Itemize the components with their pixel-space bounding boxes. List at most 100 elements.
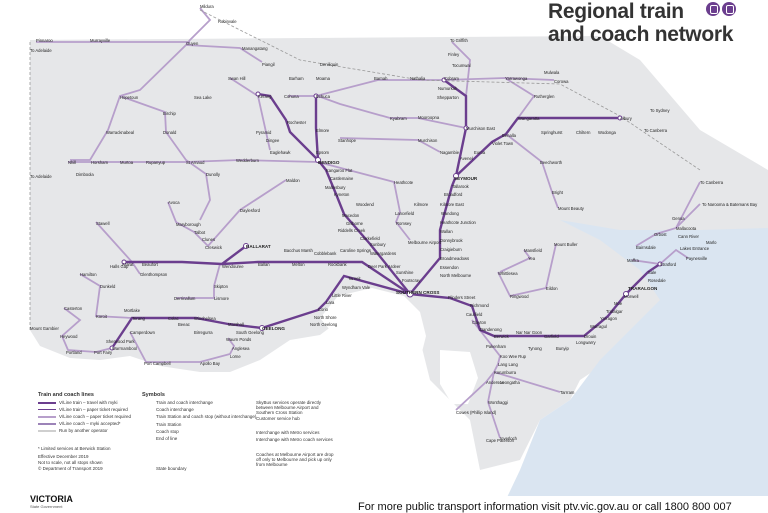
place-label: Tarrram — [560, 390, 575, 395]
place-label: To Adelaide — [30, 174, 52, 179]
place-label: Maryborough — [176, 222, 201, 227]
place-label: Manangatang — [242, 46, 268, 51]
place-label: Broadford — [444, 192, 463, 197]
symbol-4: Coach stop — [156, 429, 179, 434]
place-label: Halls Gap — [110, 264, 129, 269]
place-label: Port Fairy — [94, 350, 113, 355]
place-label: Melton — [292, 262, 305, 267]
symbol2-1: Customer service hub — [256, 416, 300, 421]
place-label: Tarneit — [348, 276, 361, 281]
place-label: Daylesford — [240, 208, 261, 213]
place-label: Heywood — [60, 334, 78, 339]
note-2: Not to scale, not all stops shown — [38, 460, 103, 465]
victoria-logo-sub: State Government — [30, 504, 63, 509]
place-label: Glenthompson — [140, 272, 168, 277]
place-label: Moama — [316, 76, 331, 81]
place-label: Longwarry — [576, 340, 596, 345]
place-label: Stratford — [660, 262, 677, 267]
place-label: Wedderburn — [236, 158, 260, 163]
train-icon — [706, 2, 720, 16]
place-label: Genoa — [672, 216, 685, 221]
place-label: Warrnambool — [112, 346, 137, 351]
place-label: Albury — [620, 116, 633, 121]
place-label: Birchip — [163, 111, 176, 116]
legend-swatch-coach — [38, 415, 56, 418]
place-label: Footscray — [402, 278, 421, 283]
place-label: Portland — [66, 350, 82, 355]
place-label: BALLARAT — [246, 244, 271, 249]
place-label: North Geelong — [310, 322, 338, 327]
place-label: Nhill — [68, 160, 76, 165]
legend-line-label: Run by another operator — [59, 428, 108, 433]
place-label: Swan Hill — [228, 76, 246, 81]
symbol2-4: Coaches at Melbourne Airport are drop of… — [256, 452, 334, 467]
place-label: Casterton — [64, 306, 83, 311]
place-label: Yarragon — [600, 316, 618, 321]
symbol-1: Coach interchange — [156, 407, 194, 412]
symbol-3: Train Station — [156, 422, 182, 427]
note-3: © Department of Transport 2019 — [38, 466, 103, 471]
place-label: Orbost — [654, 232, 667, 237]
place-label: Morwell — [624, 294, 638, 299]
place-label: Richmond — [470, 303, 490, 308]
place-label: Gisborne — [346, 221, 364, 226]
place-label: Wonthaggi — [488, 400, 508, 405]
note-0: * Limited services at Berwick Station — [38, 446, 111, 451]
place-label: Dingee — [266, 138, 280, 143]
place-label: Kyabram — [390, 116, 407, 121]
train-lines — [111, 79, 661, 349]
place-label: Murrayville — [90, 38, 111, 43]
place-label: Rutherglen — [534, 94, 555, 99]
place-label: Rochester — [287, 120, 307, 125]
place-label: Wandong — [441, 211, 459, 216]
place-label: Waurn Ponds — [226, 337, 251, 342]
place-label: Bacchus Marsh — [284, 248, 314, 253]
place-label: Moe — [614, 301, 623, 306]
place-label: North Melbourne — [440, 273, 472, 278]
place-label: Lorne — [230, 354, 241, 359]
place-label: Sunbury — [370, 242, 387, 247]
place-label: Wyndham Vale — [342, 285, 371, 290]
place-label: To Narooma & Batemans Bay — [702, 202, 758, 207]
place-label: Springhurst — [541, 130, 563, 135]
legend-swatch-train — [38, 401, 56, 405]
place-label: Mallacoota — [676, 226, 697, 231]
place-label: Terang — [132, 316, 145, 321]
place-label: Cobram — [444, 76, 459, 81]
place-label: Mount Buller — [554, 242, 578, 247]
place-label: Castlemaine — [330, 176, 354, 181]
place-label: Cowes (Phillip Island) — [456, 410, 497, 415]
place-label: Eaglehawk — [270, 150, 291, 155]
place-label: Benalla — [502, 133, 517, 138]
legend-line-0: V/Line train – travel with myki — [38, 400, 118, 405]
place-label: Tocumwal — [452, 63, 471, 68]
legend-line-label: V/Line train – paper ticket required — [59, 407, 128, 412]
place-label: Ardeer — [388, 264, 401, 269]
place-label: St Arnaud — [186, 160, 205, 165]
victoria-logo: VICTORIA — [30, 494, 73, 504]
place-label: Hamilton — [80, 272, 97, 277]
place-label: Anderson — [486, 380, 505, 385]
place-label: Robinvale — [218, 19, 237, 24]
place-label: Epsom — [316, 150, 330, 155]
place-label: Camperdown — [130, 330, 156, 335]
place-label: Skipton — [214, 284, 229, 289]
place-label: Port Campbell — [144, 361, 171, 366]
place-label: SEYMOUR — [454, 176, 478, 181]
place-label: Euroa — [474, 150, 486, 155]
place-label: Kangaroo Flat — [326, 168, 353, 173]
legend-line-4: Run by another operator — [38, 428, 108, 433]
place-label: Barnah — [374, 76, 388, 81]
place-label: Whittlesea — [498, 271, 518, 276]
place-label: Watergardens — [370, 251, 396, 256]
place-label: Cohuna — [284, 94, 299, 99]
footer-info[interactable]: For more public transport information vi… — [358, 501, 732, 513]
place-label: Malmsbury — [325, 185, 346, 190]
place-label: Lara — [326, 300, 335, 305]
note-1: Effective December 2019 — [38, 454, 89, 459]
place-label: Garfield — [544, 334, 559, 339]
place-label: Kyneton — [334, 192, 350, 197]
place-label: Anglesea — [232, 346, 250, 351]
place-label: Yea — [528, 256, 536, 261]
legend-symbols-heading: Symbols — [142, 392, 165, 398]
